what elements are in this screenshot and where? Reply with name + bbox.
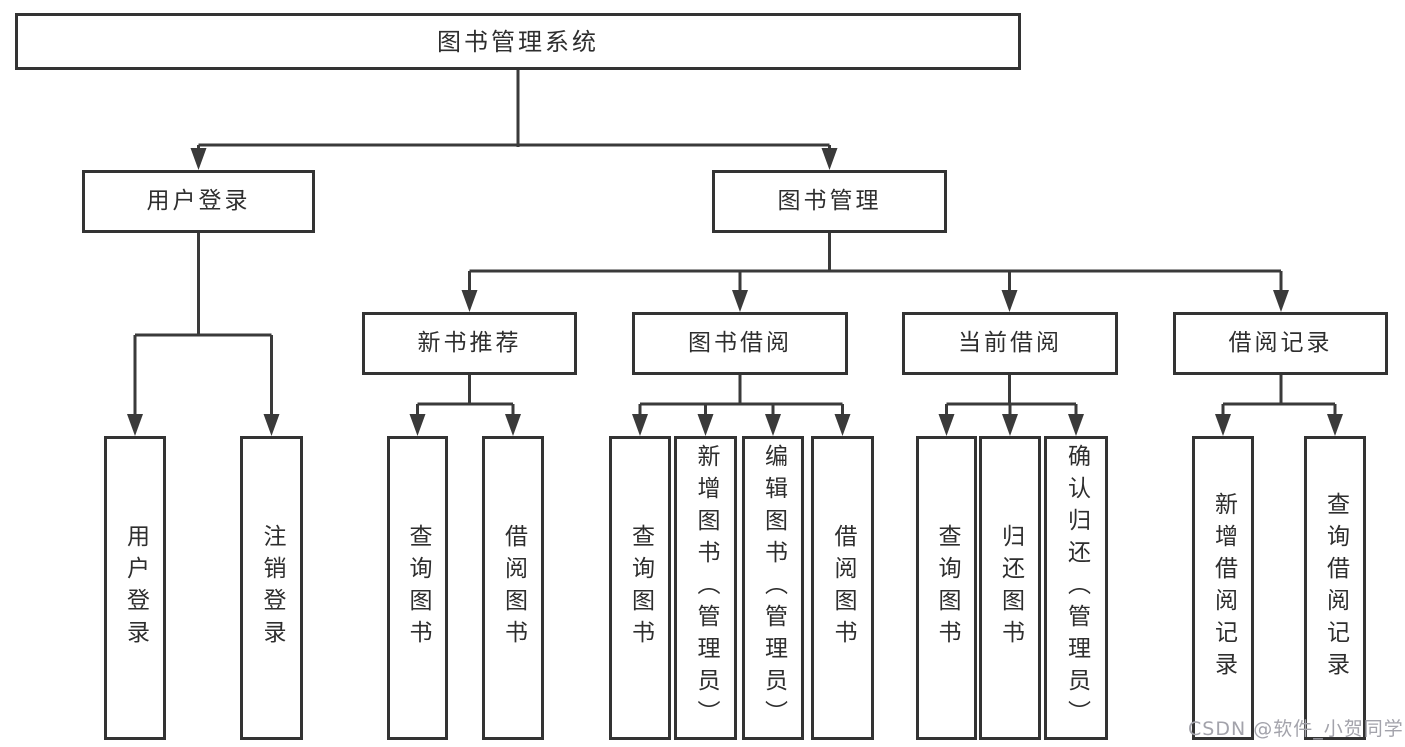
- node-current-borrowing: 当前借阅: [902, 312, 1118, 375]
- leaf-confirm-return-admin: 确认归还（管理员）: [1044, 436, 1108, 740]
- node-label: 查询图书: [934, 524, 960, 652]
- node-label: 图书管理系统: [437, 27, 599, 56]
- arrowheads: [127, 148, 1343, 436]
- node-book-borrowing: 图书借阅: [632, 312, 848, 375]
- leaf-edit-books-admin: 编辑图书（管理员）: [742, 436, 804, 740]
- node-label: 查询借阅记录: [1322, 492, 1349, 684]
- node-label: 用户登录: [122, 524, 149, 652]
- leaf-query-books-3: 查询图书: [916, 436, 977, 740]
- node-label: 图书管理: [777, 188, 882, 214]
- node-label: 新增借阅记录: [1210, 492, 1237, 684]
- node-label: 用户登录: [146, 188, 251, 214]
- leaf-borrow-books-2: 借阅图书: [811, 436, 874, 740]
- leaf-add-books-admin: 新增图书（管理员）: [674, 436, 737, 740]
- node-label: 编辑图书（管理员）: [760, 444, 787, 732]
- node-new-book-recommendation: 新书推荐: [362, 312, 577, 375]
- node-label: 图书借阅: [688, 330, 792, 356]
- node-label: 借阅图书: [830, 524, 856, 652]
- leaf-user-login: 用户登录: [104, 436, 166, 740]
- leaf-return-books: 归还图书: [979, 436, 1041, 740]
- node-label: 确认归还（管理员）: [1063, 444, 1090, 732]
- node-label: 当前借阅: [958, 330, 1062, 356]
- node-label: 查询图书: [405, 524, 431, 652]
- node-label: 查询图书: [627, 524, 654, 652]
- node-user-login: 用户登录: [82, 170, 315, 233]
- node-borrowing-records: 借阅记录: [1173, 312, 1388, 375]
- node-library-management-system: 图书管理系统: [15, 13, 1021, 70]
- node-label: 新书推荐: [417, 330, 522, 356]
- leaf-logout: 注销登录: [240, 436, 303, 740]
- node-label: 借阅图书: [500, 524, 527, 652]
- leaf-query-books-2: 查询图书: [609, 436, 671, 740]
- node-book-management: 图书管理: [712, 170, 947, 233]
- csdn-watermark: CSDN @软件_小贺同学: [1188, 718, 1404, 740]
- leaf-query-books-1: 查询图书: [387, 436, 448, 740]
- node-label: 借阅记录: [1228, 330, 1333, 356]
- node-label: 新增图书（管理员）: [693, 444, 719, 732]
- leaf-borrow-books-1: 借阅图书: [482, 436, 544, 740]
- node-label: 注销登录: [259, 524, 285, 652]
- node-label: 归还图书: [997, 524, 1024, 652]
- leaf-add-borrow-record: 新增借阅记录: [1192, 436, 1254, 740]
- leaf-query-borrow-record: 查询借阅记录: [1304, 436, 1366, 740]
